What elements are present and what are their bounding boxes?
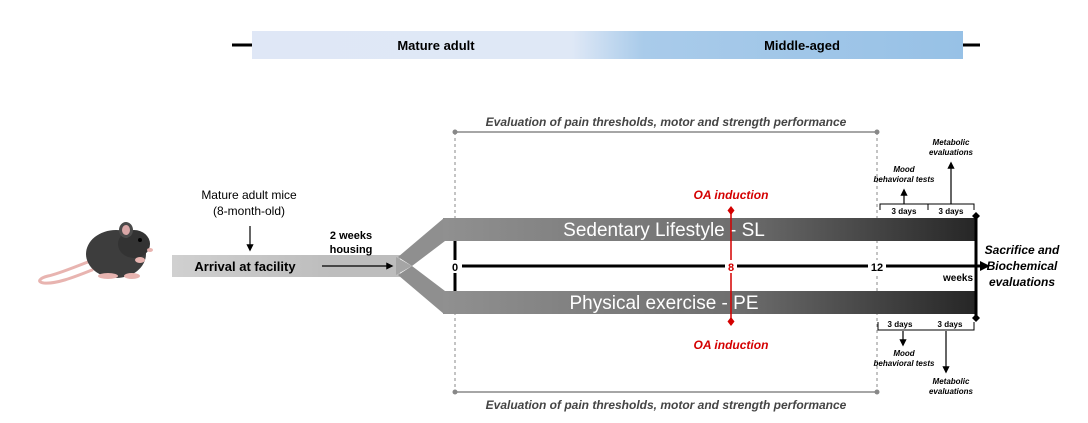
bottom-days-2: 3 days (938, 320, 963, 329)
timeline-bar (252, 31, 963, 59)
oa-top-label: OA induction (694, 188, 769, 202)
tests-top: Mood behavioral tests Metabolic evaluati… (874, 138, 975, 216)
mood-bottom-line1: Mood (893, 349, 915, 358)
evaluation-top-label: Evaluation of pain thresholds, motor and… (486, 115, 847, 129)
fork-junction (396, 257, 412, 275)
housing-label-line1: 2 weeks (330, 230, 372, 242)
week0-label-bg (448, 260, 462, 273)
top-days-2: 3 days (939, 207, 964, 216)
top-window2-bracket (928, 203, 975, 210)
oa-top-diamond (727, 206, 735, 215)
end-point: Sacrifice and Biochemical evaluations (972, 212, 1060, 322)
metabolic-top-line2: evaluations (929, 148, 974, 157)
end-top-diamond (972, 212, 980, 220)
metabolic-top-line1: Metabolic (933, 138, 970, 147)
end-label-line1: Sacrifice and (985, 243, 1060, 257)
middle-aged-label: Middle-aged (764, 38, 840, 53)
week8-label-bg (725, 260, 737, 273)
housing-label-line2: housing (330, 244, 373, 256)
metabolic-bottom-line1: Metabolic (933, 377, 970, 386)
group-fork (396, 218, 455, 314)
week12-label: 12 (871, 262, 883, 274)
sl-bar (443, 218, 976, 241)
mature-adult-label: Mature adult (397, 38, 475, 53)
weeks-unit-label: weeks (942, 273, 973, 284)
mood-bottom-line2: behavioral tests (874, 359, 935, 368)
pe-bar (443, 291, 976, 314)
sl-group: Sedentary Lifestyle - SL (443, 218, 976, 241)
end-label-line2: Biochemical (987, 259, 1058, 273)
end-label-line3: evaluations (989, 275, 1055, 289)
sl-label: Sedentary Lifestyle - SL (563, 220, 765, 241)
age-timeline: Mature adult Middle-aged (232, 31, 980, 59)
end-bottom-diamond (972, 314, 980, 322)
pe-group: Physical exercise - PE (443, 291, 976, 314)
week0-label: 0 (452, 262, 458, 274)
mice-label-line1: Mature adult mice (201, 188, 297, 202)
mood-top-line1: Mood (893, 165, 915, 174)
week-axis: 0 12 weeks (448, 241, 990, 291)
arrival-section: Mature adult mice (8-month-old) Arrival … (172, 188, 400, 277)
week-axis-arrowhead (980, 261, 990, 271)
tests-bottom: 3 days 3 days Mood behavioral tests Meta… (874, 320, 975, 396)
week8-label: 8 (728, 262, 734, 274)
evaluation-brackets: Evaluation of pain thresholds, motor and… (452, 115, 880, 412)
pe-label: Physical exercise - PE (569, 293, 758, 314)
bottom-days-1: 3 days (888, 320, 913, 329)
mouse-icon (38, 222, 153, 285)
bottom-window1-bracket (877, 322, 926, 331)
metabolic-bottom-line2: evaluations (929, 387, 974, 396)
oa-induction: OA induction 8 OA induction (694, 188, 769, 352)
top-window1-bracket (879, 203, 929, 210)
evaluation-bottom-label: Evaluation of pain thresholds, motor and… (486, 398, 847, 412)
top-days-1: 3 days (892, 207, 917, 216)
fork-lower-branch (398, 266, 455, 314)
mice-label-line2: (8-month-old) (213, 204, 285, 218)
bottom-window2-bracket (926, 322, 975, 331)
mood-top-line2: behavioral tests (874, 175, 935, 184)
arrival-label: Arrival at facility (194, 259, 296, 274)
arrival-bar (172, 255, 332, 277)
oa-bottom-diamond (727, 317, 735, 326)
fork-upper-branch (398, 218, 455, 266)
week12-label-bg (868, 260, 886, 273)
oa-bottom-label: OA induction (694, 338, 769, 352)
